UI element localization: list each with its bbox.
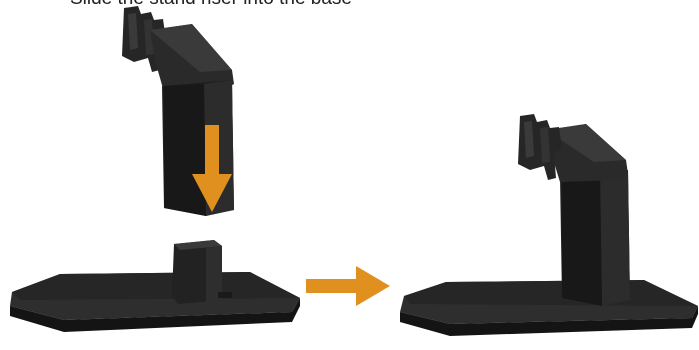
base-unattached (10, 240, 300, 332)
caption-cropped: Slide the stand riser into the base (70, 0, 630, 10)
arrow-down-icon (192, 125, 232, 212)
riser-unattached (122, 6, 234, 216)
assembled-stand (400, 114, 698, 336)
arrow-right-icon (306, 266, 390, 306)
